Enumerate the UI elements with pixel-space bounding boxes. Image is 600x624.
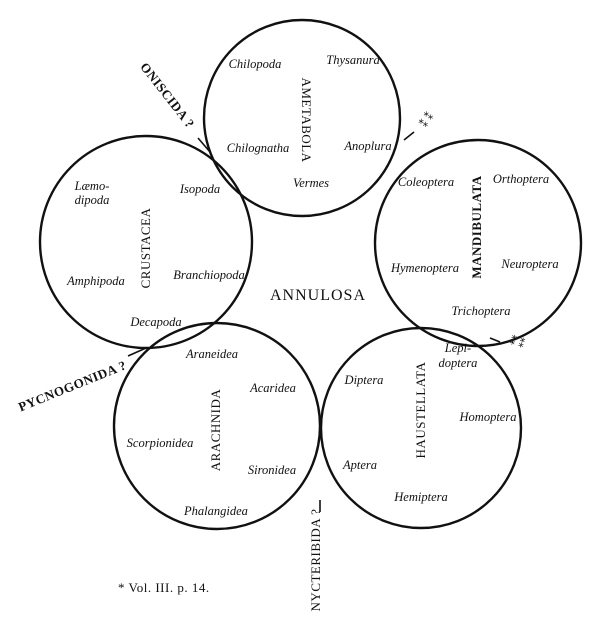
haustellata-lepi: Lepi- bbox=[444, 341, 471, 355]
ametabola-chilognatha: Chilognatha bbox=[227, 141, 290, 155]
mandibulata-hymenoptera: Hymenoptera bbox=[390, 261, 459, 275]
mandibulata-title: MANDIBULATA bbox=[469, 175, 484, 278]
pycnogonida-arrow-icon bbox=[127, 347, 147, 357]
haustellata-title: HAUSTELLATA bbox=[413, 361, 428, 458]
ametabola-title: AMETABOLA bbox=[299, 77, 314, 162]
mandibulata-coleoptera: Coleoptera bbox=[398, 175, 454, 189]
crustacea-title: CRUSTACEA bbox=[138, 208, 153, 289]
crustacea-laemo: Læmo- bbox=[74, 179, 110, 193]
oniscida-arrow-icon bbox=[197, 137, 211, 153]
crustacea-branchiopoda: Branchiopoda bbox=[173, 268, 245, 282]
ametabola-chilopoda: Chilopoda bbox=[229, 57, 282, 71]
link-pycnogonida: PYCNOGONIDA ? bbox=[16, 357, 128, 414]
arachnida-scorpionidea: Scorpionidea bbox=[127, 436, 194, 450]
arachnida-phalangidea: Phalangidea bbox=[183, 504, 248, 518]
mandibulata-orthoptera: Orthoptera bbox=[493, 172, 549, 186]
circle-arachnida bbox=[112, 321, 322, 531]
arachnida-araneidea: Araneidea bbox=[185, 347, 238, 361]
crustacea-amphipoda: Amphipoda bbox=[66, 274, 125, 288]
circle-ametabola bbox=[202, 18, 402, 218]
asterism-mark-top: ⁑ ⁑ bbox=[418, 110, 437, 130]
ametabola-anoplura: Anoplura bbox=[343, 139, 391, 153]
link-oniscida: ONISCIDA ? bbox=[137, 59, 197, 131]
ametabola-thysanura: Thysanura bbox=[326, 53, 379, 67]
link-nycteribida: NYCTERIBIDA ? bbox=[308, 509, 323, 612]
arachnida-acaridea: Acaridea bbox=[249, 381, 296, 395]
mandibulata-trichoptera: Trichoptera bbox=[451, 304, 510, 318]
crustacea-dipoda: dipoda bbox=[75, 193, 110, 207]
crustacea-isopoda: Isopoda bbox=[179, 182, 220, 196]
asterism-mark-right: ⁑ ⁑ bbox=[508, 334, 526, 351]
footnote: * Vol. III. p. 14. bbox=[118, 580, 210, 595]
center-label: ANNULOSA bbox=[270, 287, 366, 304]
haustellata-aptera: Aptera bbox=[342, 458, 377, 472]
haustellata-diptera: Diptera bbox=[344, 373, 384, 387]
haustellata-hemiptera: Hemiptera bbox=[393, 490, 447, 504]
arachnida-sironidea: Sironidea bbox=[248, 463, 296, 477]
asterism-arrow-top-icon bbox=[403, 131, 415, 141]
haustellata-doptera: doptera bbox=[439, 356, 478, 370]
mandibulata-neuroptera: Neuroptera bbox=[500, 257, 558, 271]
haustellata-homoptera: Homoptera bbox=[459, 410, 517, 424]
crustacea-decapoda: Decapoda bbox=[129, 315, 181, 329]
arachnida-title: ARACHNIDA bbox=[208, 389, 223, 472]
asterism-arrow-right-icon bbox=[489, 337, 501, 343]
ametabola-vermes: Vermes bbox=[293, 176, 329, 190]
